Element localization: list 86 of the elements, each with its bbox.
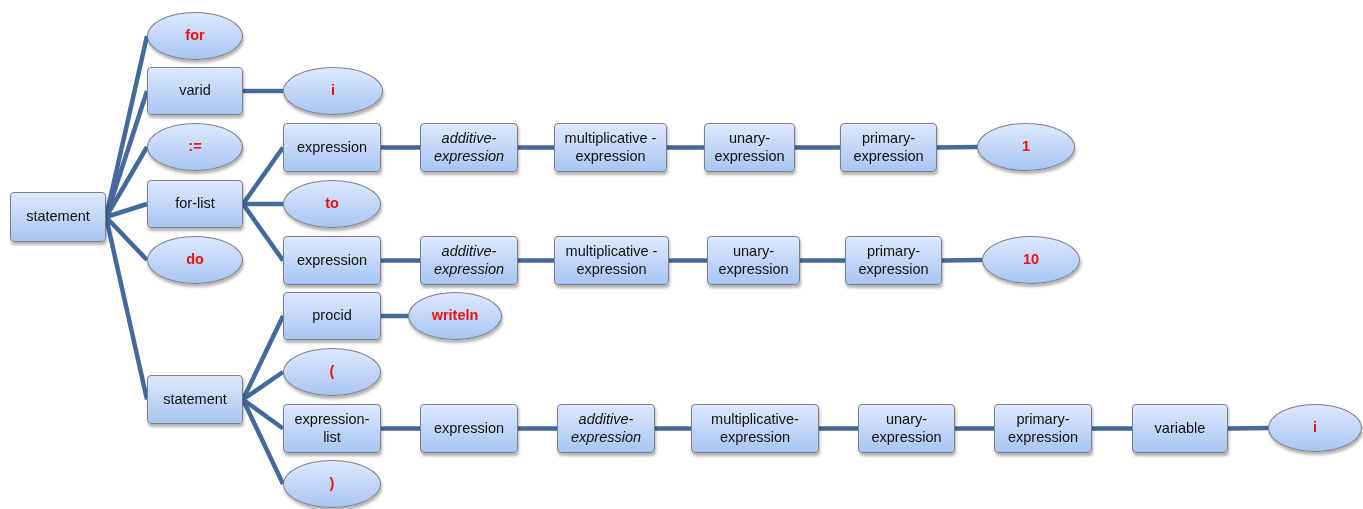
tree-branch-line [243, 201, 283, 207]
terminal-symbol: 1 [1020, 138, 1032, 156]
nonterminal-name: statement [25, 208, 91, 226]
nonterminal-name: expression [432, 419, 506, 438]
tree-branch-line [667, 145, 704, 150]
tree-branch-line [1227, 425, 1269, 431]
tree-branch-line [955, 426, 994, 431]
terminal-symbol: i [330, 82, 336, 100]
tree-branch-line [518, 426, 557, 431]
nonterminal-name: multiplicative-expression [710, 411, 800, 446]
nonterminal-name: multiplicative -expression [563, 130, 658, 165]
terminal-ellipse [283, 460, 381, 508]
terminal-symbol: 10 [1021, 251, 1041, 269]
nonterminal-name: primary-expression [857, 243, 930, 278]
tree-branch-line [381, 258, 420, 263]
nonterminal-box [283, 236, 381, 285]
tree-branch-line [518, 258, 554, 263]
nonterminal-name: for-list [174, 195, 216, 213]
nonterminal-box [147, 180, 243, 228]
terminal-symbol: ) [328, 475, 336, 493]
tree-branch-line [243, 88, 283, 94]
terminal-ellipse [408, 292, 502, 340]
nonterminal-box [420, 123, 518, 172]
nonterminal-name: varid [178, 82, 212, 100]
nonterminal-name: primary-expression [852, 130, 925, 165]
nonterminal-name: additive-expression [432, 130, 506, 165]
tree-branch-line [381, 426, 420, 431]
tree-branch-line [518, 145, 554, 150]
nonterminal-name: unary-expression [717, 243, 790, 278]
terminal-ellipse [283, 180, 381, 228]
nonterminal-box [283, 292, 381, 340]
nonterminal-name: additive-expression [569, 411, 643, 446]
nonterminal-box [283, 123, 381, 172]
nonterminal-box [554, 123, 667, 172]
nonterminal-name: unary-expression [713, 130, 786, 165]
terminal-ellipse [147, 236, 243, 284]
terminal-symbol: ( [328, 363, 336, 381]
tree-branch-line [941, 257, 983, 263]
nonterminal-name: variable [1153, 419, 1207, 438]
terminal-ellipse [283, 348, 381, 396]
nonterminal-name: primary-expression [1006, 411, 1080, 446]
nonterminal-name: expression-list [293, 411, 371, 446]
nonterminal-box [704, 123, 795, 172]
nonterminal-box [557, 404, 655, 453]
terminal-symbol: for [184, 27, 206, 45]
tree-branch-line [800, 258, 845, 263]
nonterminal-box [554, 236, 669, 285]
tree-branch-line [381, 313, 408, 319]
nonterminal-name: multiplicative -expression [564, 243, 659, 278]
tree-branch-line [381, 145, 420, 150]
terminal-ellipse [1268, 404, 1362, 452]
terminal-symbol: to [324, 195, 340, 213]
tree-branch-line [795, 145, 840, 150]
tree-branch-line [936, 144, 978, 150]
nonterminal-name: unary-expression [870, 411, 943, 446]
terminal-ellipse [982, 236, 1080, 284]
terminal-symbol: i [1312, 419, 1318, 437]
nonterminal-name: expression [295, 251, 369, 270]
nonterminal-box [840, 123, 937, 172]
nonterminal-box [420, 236, 518, 285]
tree-branch-line [655, 426, 691, 431]
nonterminal-box [1132, 404, 1228, 453]
nonterminal-name: expression [295, 138, 369, 157]
terminal-symbol: do [185, 251, 205, 269]
terminal-ellipse [147, 12, 243, 60]
terminal-symbol: := [187, 138, 203, 156]
nonterminal-box [691, 404, 819, 453]
nonterminal-box [420, 404, 518, 453]
tree-branch-line [819, 426, 858, 431]
nonterminal-box [994, 404, 1092, 453]
nonterminal-box [845, 236, 942, 285]
terminal-ellipse [977, 123, 1075, 171]
nonterminal-box [283, 404, 381, 453]
tree-branch-line [1092, 426, 1132, 431]
nonterminal-box [707, 236, 800, 285]
terminal-symbol: writeln [430, 307, 480, 325]
terminal-ellipse [283, 67, 383, 115]
nonterminal-box [147, 67, 243, 115]
terminal-ellipse [147, 123, 243, 171]
nonterminal-name: additive-expression [432, 243, 506, 278]
nonterminal-box [858, 404, 955, 453]
nonterminal-name: procid [311, 307, 353, 325]
tree-branch-line [669, 258, 707, 263]
nonterminal-box [10, 192, 106, 242]
nonterminal-name: statement [162, 390, 228, 409]
nonterminal-box [147, 375, 243, 424]
